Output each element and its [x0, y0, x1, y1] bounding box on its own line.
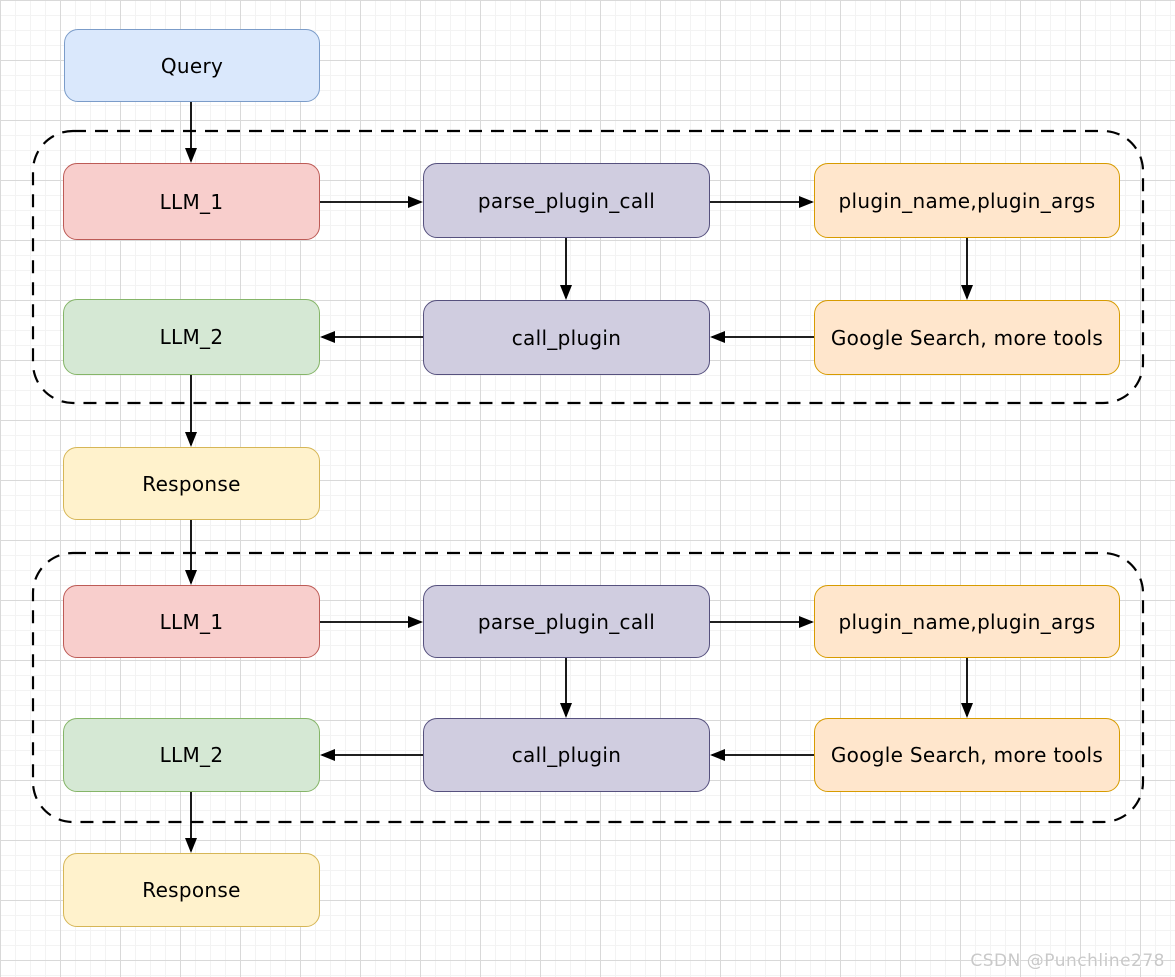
- node-label: LLM_1: [159, 609, 224, 634]
- node-google-search-2: Google Search, more tools: [814, 718, 1120, 792]
- node-llm2-second: LLM_2: [63, 718, 320, 792]
- node-query: Query: [64, 29, 320, 102]
- node-label: plugin_name,plugin_args: [838, 609, 1096, 634]
- node-parse-plugin-call-1: parse_plugin_call: [423, 163, 710, 238]
- node-llm1-second: LLM_1: [63, 585, 320, 658]
- watermark: CSDN @Punchline278: [970, 951, 1165, 971]
- node-label: Query: [160, 53, 224, 78]
- node-label: parse_plugin_call: [477, 188, 656, 213]
- node-llm2-first: LLM_2: [63, 299, 320, 375]
- node-call-plugin-2: call_plugin: [423, 718, 710, 792]
- node-label: parse_plugin_call: [477, 609, 656, 634]
- node-label: Google Search, more tools: [830, 325, 1104, 350]
- node-label: call_plugin: [511, 325, 622, 350]
- node-google-search-1: Google Search, more tools: [814, 300, 1120, 375]
- node-label: LLM_2: [159, 743, 224, 767]
- tool-loop-2-dashed-container: [31, 551, 1145, 824]
- node-label: call_plugin: [511, 743, 622, 767]
- node-label: Response: [142, 878, 241, 902]
- node-label: Response: [142, 471, 241, 496]
- node-plugin-name-args-1: plugin_name,plugin_args: [814, 163, 1120, 238]
- node-parse-plugin-call-2: parse_plugin_call: [423, 585, 710, 658]
- node-call-plugin-1: call_plugin: [423, 300, 710, 375]
- node-response-second: Response: [63, 853, 320, 927]
- node-label: LLM_1: [159, 189, 224, 214]
- node-label: plugin_name,plugin_args: [838, 188, 1096, 213]
- node-response-first: Response: [63, 447, 320, 520]
- node-plugin-name-args-2: plugin_name,plugin_args: [814, 585, 1120, 658]
- node-llm1-first: LLM_1: [63, 163, 320, 240]
- node-label: Google Search, more tools: [830, 743, 1104, 767]
- tool-loop-1-dashed-container: [31, 129, 1145, 405]
- node-label: LLM_2: [159, 325, 224, 349]
